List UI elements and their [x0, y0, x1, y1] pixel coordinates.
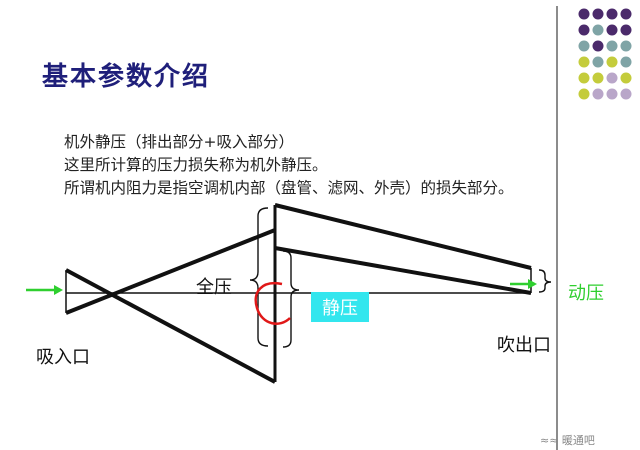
body-line: 机外静压（排出部分+吸入部分）	[64, 133, 294, 151]
dot-teal	[592, 56, 604, 68]
body-line: 这里所计算的压力损失称为机外静压。	[64, 156, 328, 174]
label-dynamic-pressure: 动压	[568, 283, 604, 304]
red-accent-arc	[254, 281, 291, 325]
dot-olive	[578, 88, 590, 100]
outlet-mid-line	[274, 246, 532, 295]
dot-teal	[606, 40, 618, 52]
outlet-top-line	[274, 203, 532, 270]
label-total-pressure: 全压	[196, 277, 232, 298]
dot-purple	[620, 24, 632, 36]
dot-teal	[620, 40, 632, 52]
vertical-divider	[556, 6, 558, 450]
inlet-top-line	[65, 268, 276, 384]
dot-purple	[606, 8, 618, 20]
decorative-dot-grid	[578, 8, 632, 100]
dot-lavender	[606, 88, 618, 100]
dot-olive	[620, 72, 632, 84]
dot-olive	[606, 56, 618, 68]
dot-olive	[578, 72, 590, 84]
label-outlet: 吹出口	[497, 335, 551, 356]
static-pressure-brace	[282, 250, 300, 348]
dot-purple	[578, 24, 590, 36]
label-inlet: 吸入口	[36, 347, 90, 368]
dot-purple	[592, 40, 604, 52]
outlet-arrow-icon	[510, 279, 537, 289]
dot-purple	[578, 8, 590, 20]
inlet-bottom-line	[65, 228, 276, 315]
body-line: 所谓机内阻力是指空调机内部（盘管、滤网、外壳）的损失部分。	[64, 179, 514, 197]
dot-lavender	[606, 72, 618, 84]
dynamic-pressure-brace	[538, 269, 552, 293]
dot-teal	[592, 24, 604, 36]
body-text: 机外静压（排出部分+吸入部分） 这里所计算的压力损失称为机外静压。 所谓机内阻力…	[64, 131, 514, 200]
inlet-arrow-icon	[26, 285, 63, 295]
dot-purple	[606, 24, 618, 36]
dot-purple	[620, 8, 632, 20]
slide-title: 基本参数介绍	[42, 62, 211, 92]
dot-teal	[578, 40, 590, 52]
dot-olive	[578, 56, 590, 68]
total-pressure-brace	[249, 207, 269, 347]
dot-olive	[592, 72, 604, 84]
dot-teal	[620, 56, 632, 68]
dot-purple	[592, 8, 604, 20]
footer-watermark: ≈≈ 暖通吧	[540, 434, 595, 447]
dot-lavender	[620, 88, 632, 100]
dot-lavender	[592, 88, 604, 100]
label-static-pressure: 静压	[311, 292, 369, 322]
